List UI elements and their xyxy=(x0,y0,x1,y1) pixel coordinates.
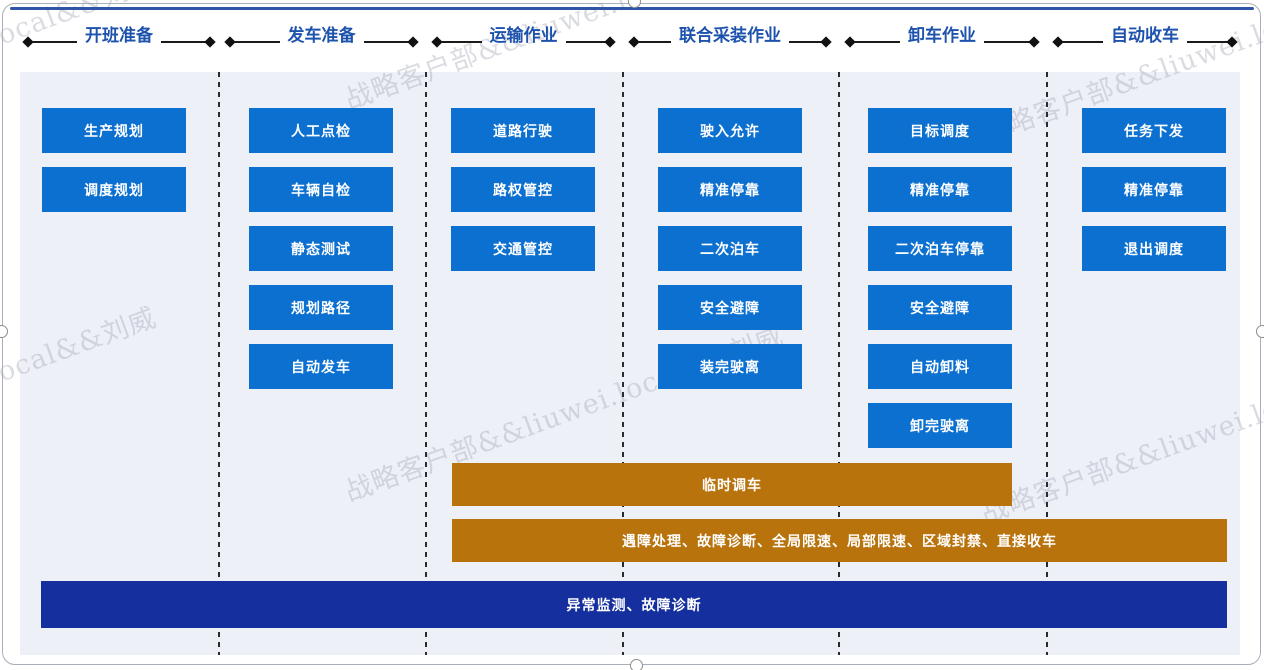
column-fache: 人工点检 车辆自检 静态测试 规划路径 自动发车 xyxy=(249,108,393,403)
task-box[interactable]: 卸完驶离 xyxy=(868,403,1012,448)
column-divider xyxy=(622,72,624,655)
task-box[interactable]: 道路行驶 xyxy=(451,108,595,153)
phase-title: 自动收车 xyxy=(1111,25,1179,45)
column-divider xyxy=(425,72,427,655)
phase-title: 发车准备 xyxy=(287,25,356,45)
task-box[interactable]: 生产规划 xyxy=(42,108,186,153)
task-box[interactable]: 人工点检 xyxy=(249,108,393,153)
column-divider xyxy=(218,72,220,655)
task-box[interactable]: 二次泊车停靠 xyxy=(868,226,1012,271)
task-box[interactable]: 二次泊车 xyxy=(658,226,802,271)
task-box[interactable]: 规划路径 xyxy=(249,285,393,330)
column-yunshu: 道路行驶 路权管控 交通管控 xyxy=(451,108,595,285)
header-line xyxy=(1187,41,1228,43)
selection-handle-left[interactable] xyxy=(0,325,8,338)
task-box[interactable]: 交通管控 xyxy=(451,226,595,271)
header-line xyxy=(638,41,671,43)
task-box[interactable]: 安全避障 xyxy=(868,285,1012,330)
task-box[interactable]: 精准停靠 xyxy=(1082,167,1226,212)
diamond-icon xyxy=(1028,36,1040,48)
header-line xyxy=(789,41,822,43)
task-box[interactable]: 静态测试 xyxy=(249,226,393,271)
phase-title: 开班准备 xyxy=(85,25,153,45)
selection-handle-bottom[interactable] xyxy=(630,659,643,670)
exception-handling-bar[interactable]: 遇障处理、故障诊断、全局限速、局部限速、区域封禁、直接收车 xyxy=(452,519,1227,562)
task-box[interactable]: 任务下发 xyxy=(1082,108,1226,153)
phase-title: 卸车作业 xyxy=(908,25,976,45)
header-line xyxy=(984,41,1030,43)
phase-header-xieche[interactable]: 卸车作业 xyxy=(844,12,1040,54)
phase-header-caizhuang[interactable]: 联合采装作业 xyxy=(628,12,832,54)
task-box[interactable]: 调度规划 xyxy=(42,167,186,212)
phase-header-fache[interactable]: 发车准备 xyxy=(224,12,419,54)
phase-header-shouche[interactable]: 自动收车 xyxy=(1052,12,1238,54)
column-shouche: 任务下发 精准停靠 退出调度 xyxy=(1082,108,1226,285)
task-box[interactable]: 自动发车 xyxy=(249,344,393,389)
column-divider xyxy=(838,72,840,655)
task-box[interactable]: 车辆自检 xyxy=(249,167,393,212)
task-box[interactable]: 目标调度 xyxy=(868,108,1012,153)
selection-handle-top[interactable] xyxy=(628,0,641,8)
column-xieche: 目标调度 精准停靠 二次泊车停靠 安全避障 自动卸料 卸完驶离 xyxy=(868,108,1012,462)
column-kaiban: 生产规划 调度规划 xyxy=(42,108,186,226)
column-caizhuang: 驶入允许 精准停靠 二次泊车 安全避障 装完驶离 xyxy=(658,108,802,403)
task-box[interactable]: 自动卸料 xyxy=(868,344,1012,389)
slide-top-border xyxy=(10,7,1254,10)
phase-title: 联合采装作业 xyxy=(679,25,781,45)
phase-header-yunshu[interactable]: 运输作业 xyxy=(431,12,616,54)
header-line xyxy=(854,41,900,43)
diamond-icon xyxy=(407,36,419,48)
diamond-icon xyxy=(604,36,616,48)
diamond-icon xyxy=(820,36,832,48)
header-line xyxy=(1062,41,1103,43)
anomaly-monitoring-bar[interactable]: 异常监测、故障诊断 xyxy=(41,581,1227,628)
task-box[interactable]: 路权管控 xyxy=(451,167,595,212)
temporary-dispatch-bar[interactable]: 临时调车 xyxy=(452,463,1012,506)
header-line xyxy=(363,41,409,43)
header-line xyxy=(565,41,606,43)
header-line xyxy=(441,41,482,43)
task-box[interactable]: 退出调度 xyxy=(1082,226,1226,271)
content-panel xyxy=(20,72,1240,655)
task-box[interactable]: 精准停靠 xyxy=(868,167,1012,212)
selection-handle-right[interactable] xyxy=(1256,325,1264,338)
diamond-icon xyxy=(204,36,216,48)
task-box[interactable]: 驶入允许 xyxy=(658,108,802,153)
header-line xyxy=(161,41,206,43)
task-box[interactable]: 精准停靠 xyxy=(658,167,802,212)
phase-title: 运输作业 xyxy=(489,25,558,45)
column-divider xyxy=(1046,72,1048,655)
task-box[interactable]: 安全避障 xyxy=(658,285,802,330)
header-line xyxy=(32,41,77,43)
header-line xyxy=(234,41,280,43)
phase-header-kaiban[interactable]: 开班准备 xyxy=(22,12,216,54)
diamond-icon xyxy=(1226,36,1238,48)
task-box[interactable]: 装完驶离 xyxy=(658,344,802,389)
